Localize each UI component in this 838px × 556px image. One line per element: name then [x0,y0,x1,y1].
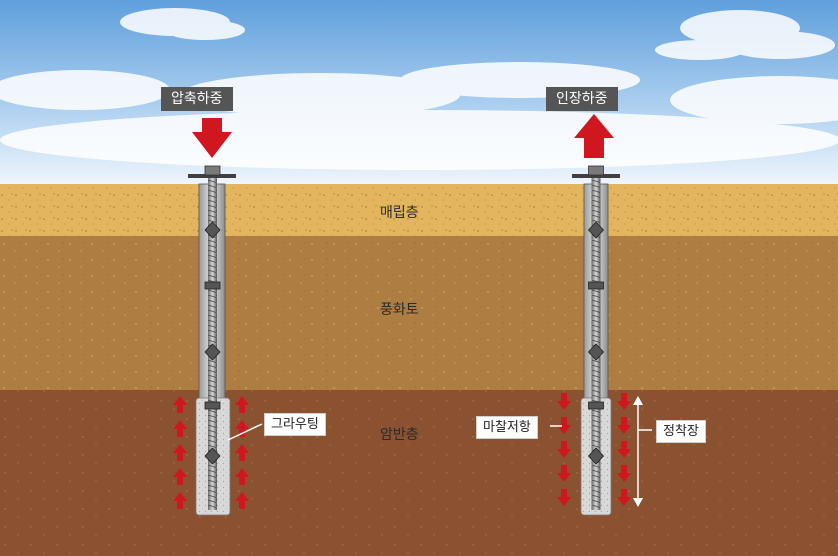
friction-label: 마찰저항 [476,416,538,439]
compression-arrow-icon [192,118,232,158]
bearing-plate-left [188,174,236,178]
nut-right [588,165,604,176]
clouds [0,8,838,170]
grouting-label: 그라우팅 [264,413,326,436]
anchor-right [572,165,620,516]
weathered-layer-label: 풍화토 [380,302,419,318]
grouting-leader-line [227,423,263,441]
anchor-length-label: 정착장 [656,420,706,443]
anchor-length-dimension [633,396,652,507]
tension-load-label: 인장하중 [546,87,618,111]
anchor-left [188,165,236,516]
compression-load-label: 압축하중 [161,87,233,111]
nut-left [204,165,221,176]
rock-layer-label: 암반층 [380,427,419,443]
couplers-left [204,221,221,465]
tension-arrow-icon [574,114,614,158]
bearing-plate-right [572,174,620,178]
fill-layer-label: 매립층 [380,205,419,221]
couplers-right [587,221,605,465]
